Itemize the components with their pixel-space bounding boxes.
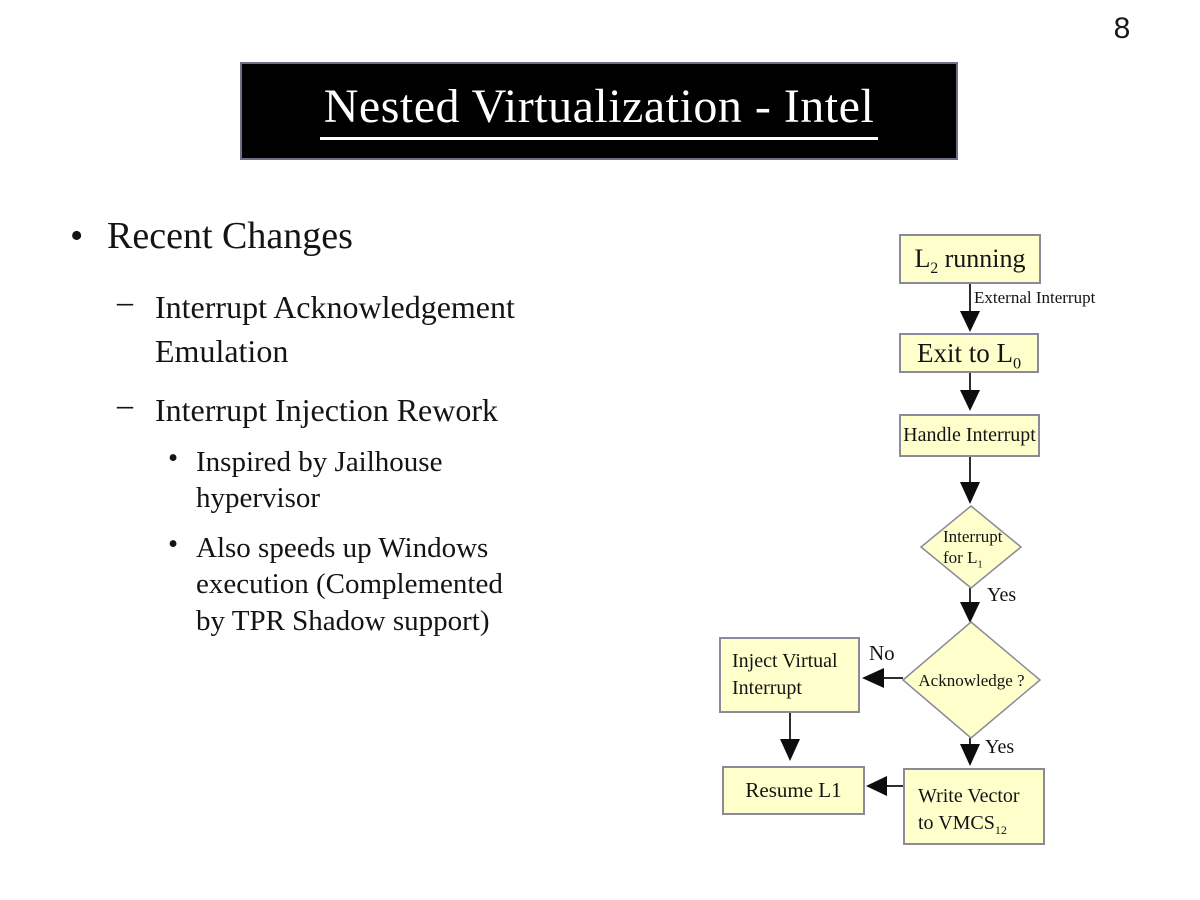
flow-node-resume-l1: Resume L1 [722, 766, 865, 815]
outline-item-jailhouse: Inspired by Jailhouse hypervisor [196, 446, 443, 515]
bullet-marker: • [70, 215, 84, 257]
bullet-marker: • [168, 528, 179, 560]
arrowhead-down-icon [960, 390, 980, 411]
arrowhead-down-icon [960, 311, 980, 332]
flow-node-write-vector-to-vmcs12: Write Vector to VMCS12 [903, 768, 1045, 845]
flow-node-label-interrupt-for-l1: Interrupt for L1 [943, 527, 1003, 571]
arrowhead-down-icon [960, 744, 980, 766]
outline-item-windows-speedup: Also speeds up Windows execution (Comple… [196, 532, 503, 637]
outline-item-interrupt-acknowledgement: Interrupt Acknowledgement Emulation [155, 289, 515, 370]
bullet-marker: • [168, 442, 179, 474]
flow-node-l2-running: L2 running [899, 234, 1041, 284]
arrowhead-down-icon [960, 602, 980, 623]
arrowhead-down-icon [780, 739, 800, 761]
flow-node-label-acknowledge: Acknowledge ? [918, 671, 1025, 690]
outline-item-recent-changes: Recent Changes [107, 215, 353, 257]
arrowhead-left-icon [866, 776, 887, 796]
flow-node-label: Resume L1 [745, 778, 842, 802]
outline-item-interrupt-injection: Interrupt Injection Rework [155, 392, 498, 428]
edge-label-external-interrupt: External Interrupt [974, 288, 1096, 307]
slide-title-bar: Nested Virtualization - Intel [240, 62, 958, 160]
dash-marker: – [117, 283, 133, 319]
flow-node-exit-to-l0: Exit to L0 [899, 333, 1039, 373]
page-number: 8 [1113, 12, 1131, 45]
slide-title: Nested Virtualization - Intel [319, 81, 879, 141]
flow-node-label: Handle Interrupt [903, 424, 1036, 446]
edge-label-yes: Yes [985, 736, 1015, 758]
flow-node-label: L2 running [914, 244, 1026, 278]
arrowhead-left-icon [862, 668, 884, 688]
flow-node-handle-interrupt: Handle Interrupt [899, 414, 1040, 457]
edge-label-yes: Yes [987, 584, 1017, 606]
dash-marker: – [117, 386, 133, 422]
flow-node-label: Exit to L0 [916, 337, 1022, 372]
flow-node-inject-virtual-interrupt: Inject Virtual Interrupt [719, 637, 860, 713]
edge-label-no: No [869, 641, 895, 665]
arrowhead-down-icon [960, 482, 980, 504]
